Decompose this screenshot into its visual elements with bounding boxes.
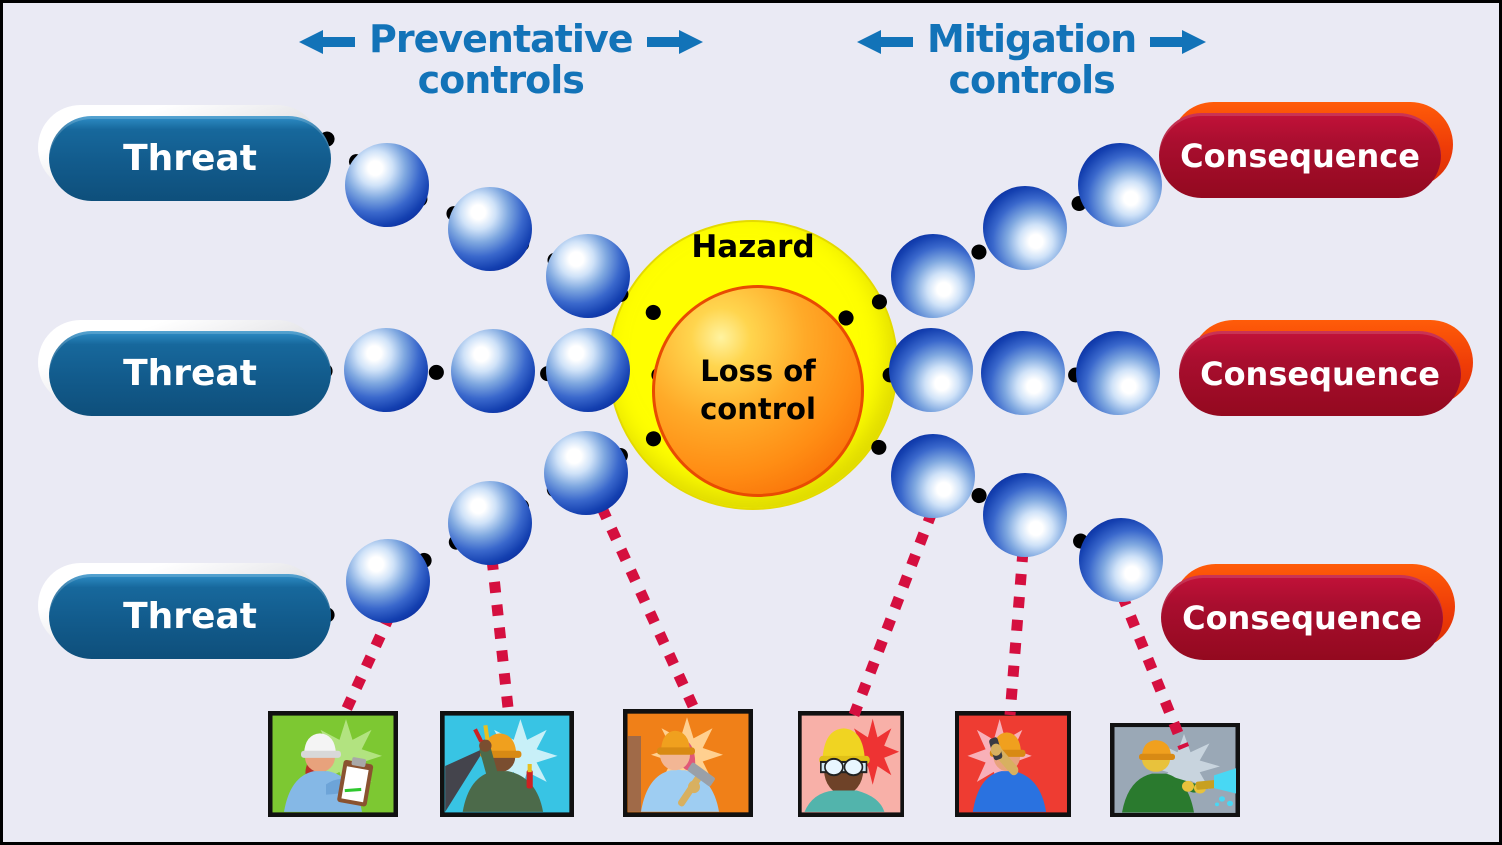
mitigation-controls-header: Mitigation controls (857, 17, 1207, 103)
worker-electrician-pliers-icon (440, 711, 574, 817)
threat-label: Threat (49, 116, 331, 201)
loss-of-control-line2: control (700, 392, 816, 426)
barrier-sphere (1076, 331, 1160, 415)
barrier-sphere (345, 143, 429, 227)
barrier-sphere (546, 328, 630, 412)
worker-safety-goggles-icon (798, 711, 904, 817)
barrier-sphere (889, 328, 973, 412)
consequence-pill-1: Consequence (1159, 102, 1453, 199)
barrier-sphere (1078, 143, 1162, 227)
threat-pill-1: Threat (38, 105, 332, 202)
mitigation-label-line2: controls (948, 58, 1115, 103)
mitigation-label-line1: Mitigation (927, 17, 1137, 61)
barrier-sphere (546, 234, 630, 318)
threat-label: Threat (49, 331, 331, 416)
worker-hose-spray-icon (1110, 723, 1240, 817)
barrier-sphere (983, 186, 1067, 270)
preventative-controls-header: Preventative controls (299, 17, 703, 103)
barrier-sphere (448, 481, 532, 565)
barrier-sphere (451, 329, 535, 413)
worker-phone-call-icon (955, 711, 1071, 817)
consequence-label: Consequence (1179, 331, 1461, 416)
threat-pill-3: Threat (38, 563, 332, 660)
arrow-left-icon (857, 30, 913, 54)
threat-pill-2: Threat (38, 320, 332, 417)
barrier-sphere (344, 328, 428, 412)
preventative-label-line2: controls (417, 58, 585, 103)
barrier-sphere (981, 331, 1065, 415)
barrier-sphere (1079, 518, 1163, 602)
arrow-left-icon (299, 30, 355, 54)
barrier-sphere (891, 434, 975, 518)
barrier-sphere (983, 473, 1067, 557)
worker-hammer-carpenter-icon (623, 709, 753, 817)
preventative-label-line1: Preventative (369, 17, 633, 61)
threat-label: Threat (49, 574, 331, 659)
loss-of-control-sphere: Loss of control (652, 285, 864, 497)
consequence-label: Consequence (1159, 113, 1441, 198)
arrow-right-icon (646, 30, 703, 54)
loss-of-control-line1: Loss of (700, 354, 816, 389)
hazard-label: Hazard (691, 229, 815, 265)
barrier-sphere (448, 187, 532, 271)
arrow-right-icon (1150, 30, 1207, 54)
consequence-label: Consequence (1161, 575, 1443, 660)
consequence-pill-3: Consequence (1161, 564, 1455, 661)
worker-clipboard-inspector-icon (268, 711, 398, 817)
consequence-pill-2: Consequence (1179, 320, 1473, 417)
barrier-sphere (891, 234, 975, 318)
barrier-sphere (346, 539, 430, 623)
barrier-sphere (544, 431, 628, 515)
